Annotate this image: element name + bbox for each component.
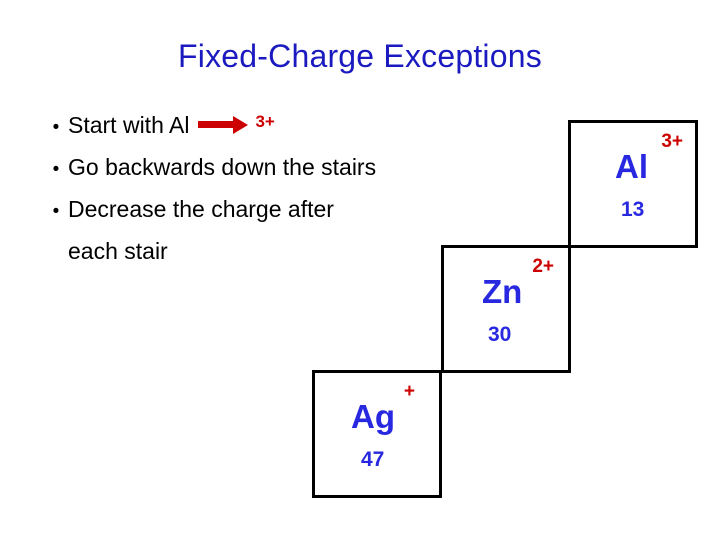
element-atomic-number-ag: 47 [361,448,385,471]
arrow-head [233,115,249,134]
bullet-marker-icon: • [52,117,60,138]
bullet-list: • Start with Al 3+ • Go backwards down t… [44,112,564,280]
element-charge-zn: 2+ [532,256,554,277]
element-box-zn[interactable]: 2+ Zn 30 [441,245,571,373]
element-symbol-zn: Zn [482,273,523,310]
element-symbol-ag: Ag [351,398,395,435]
bullet-item-1: • Start with Al 3+ [44,112,564,154]
page-title: Fixed-Charge Exceptions [178,38,542,74]
bullet-item-2: • Go backwards down the stairs [44,154,564,196]
bullet-text-3-continued: each stair [68,238,168,264]
right-arrow-icon [198,115,249,134]
arrow-shaft [198,121,235,128]
bullet-text-3: Decrease the charge after [68,196,334,222]
element-box-al[interactable]: 3+ Al 13 [568,120,698,248]
bullet-item-3: • Decrease the charge after [44,196,564,238]
element-atomic-number-al: 13 [621,198,645,221]
element-atomic-number-zn: 30 [488,323,512,346]
element-charge-ag: + [403,381,415,402]
bullet-text-2: Go backwards down the stairs [68,154,377,180]
bullet-marker-icon: • [52,201,60,222]
element-symbol-al: Al [615,148,648,185]
bullet-marker-icon: • [52,159,60,180]
arrow-charge-label: 3+ [255,112,275,131]
bullet-item-3-continuation: each stair [44,238,564,280]
element-charge-al: 3+ [661,131,683,152]
bullet-text-1: Start with Al [68,112,190,138]
element-box-ag[interactable]: + Ag 47 [312,370,442,498]
